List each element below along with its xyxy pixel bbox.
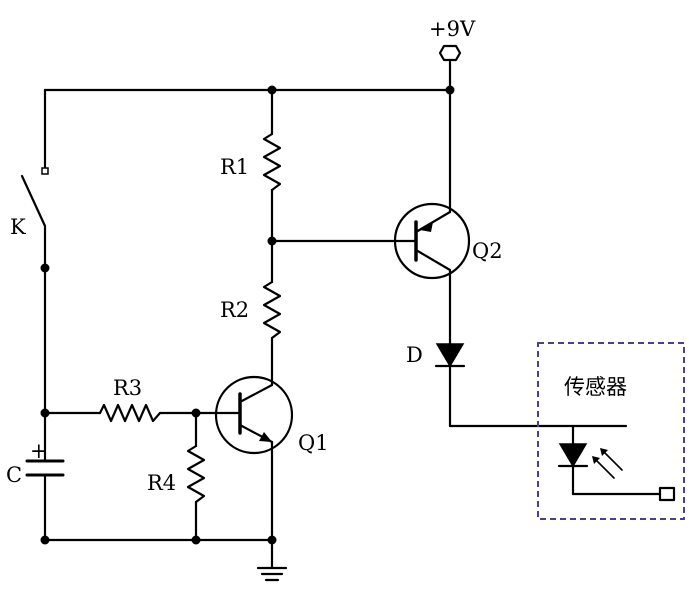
r1-label: R1 [220,155,249,179]
sensor-box: 传感器 [537,342,685,520]
cap-polarity: + [30,439,48,463]
transistor-q2: Q2 [393,88,503,346]
r2-label: R2 [220,298,249,322]
light-arrows-icon [592,448,623,479]
supply-label: +9V [429,17,476,41]
resistor-r3: R3 [43,376,234,423]
r4-label: R4 [147,471,176,495]
q2-label: Q2 [472,239,503,263]
supply-terminal: +9V [429,17,476,62]
resistor-r2: R2 [220,239,282,387]
top-rail [43,60,452,170]
capacitor-label: C [6,463,22,487]
ground-symbol [256,566,288,582]
left-branch: + C [6,266,65,542]
resistor-r4: R4 [147,411,206,542]
transistor-q1: Q1 [214,375,329,570]
q1-label: Q1 [298,431,329,455]
r3-label: R3 [113,376,142,400]
sensor-label: 传感器 [564,375,627,399]
switch-k: K [10,167,49,270]
switch-label: K [10,215,26,239]
diode-label: D [406,343,423,367]
junction-dots [40,85,455,545]
resistor-r1: R1 [220,88,282,243]
